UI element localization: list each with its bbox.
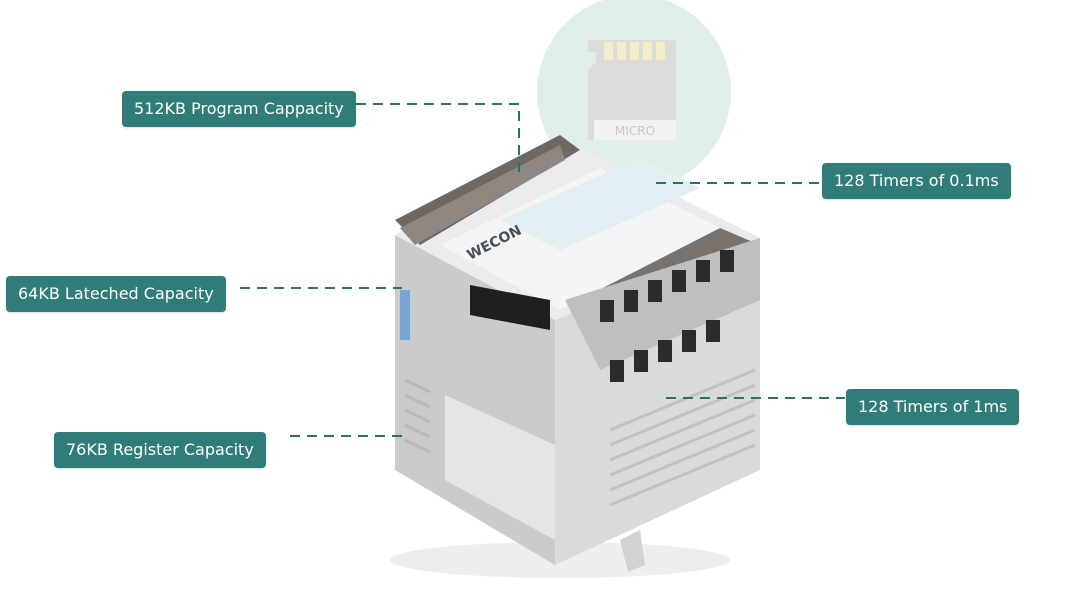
callout-latched-capacity: 64KB Lateched Capacity [6,276,226,312]
connector-lines [240,103,845,437]
card-label: MICRO [615,124,655,138]
callout-program-capacity: 512KB Program Cappacity [122,91,356,127]
connector-program [356,103,520,178]
callout-register-capacity: 76KB Register Capacity [54,432,266,468]
callout-timers-1ms: 128 Timers of 1ms [846,389,1020,425]
callout-timers-01ms: 128 Timers of 0.1ms [822,163,1011,199]
plc-device: WECON [390,135,760,578]
micro-sd-card-icon: MICRO [537,0,731,189]
